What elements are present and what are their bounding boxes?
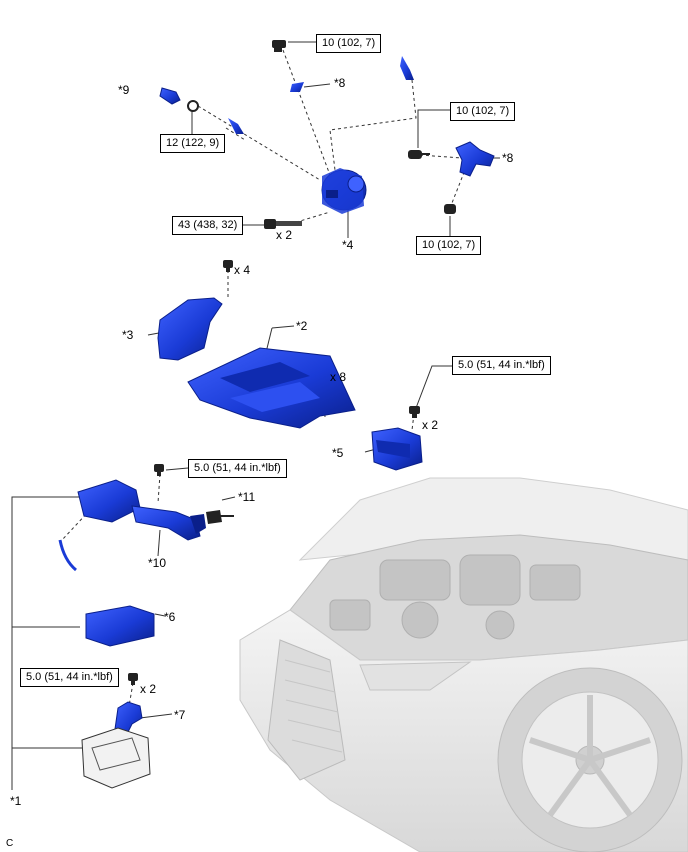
part-label: *7 bbox=[174, 708, 186, 722]
torque-spec-box: 10 (102, 7) bbox=[416, 236, 482, 255]
torque-spec-box: 43 (438, 32) bbox=[172, 216, 244, 235]
part-label: *10 bbox=[148, 556, 167, 570]
quantity-label: x 2 bbox=[140, 682, 157, 696]
torque-spec-box: 12 (122, 9) bbox=[160, 134, 226, 153]
bolt-icon bbox=[409, 406, 420, 418]
torque-spec-box: 5.0 (51, 44 in.*lbf) bbox=[188, 459, 287, 478]
part-label: *9 bbox=[118, 83, 130, 97]
quantity-label: x 2 bbox=[276, 228, 293, 242]
torque-spec-box: 5.0 (51, 44 in.*lbf) bbox=[20, 668, 119, 687]
part-label: *6 bbox=[164, 610, 176, 624]
bolt-icon bbox=[223, 260, 233, 272]
part-label: *1 bbox=[10, 794, 22, 808]
bolt-icon bbox=[154, 464, 164, 476]
torque-spec-box: 10 (102, 7) bbox=[450, 102, 516, 121]
part-label: *4 bbox=[342, 238, 354, 252]
quantity-label: x 8 bbox=[330, 370, 347, 384]
part-label: *8 bbox=[502, 151, 514, 165]
part-label: *8 bbox=[334, 76, 346, 90]
torque-spec-box: 10 (102, 7) bbox=[316, 34, 382, 53]
quantity-label: x 2 bbox=[422, 418, 439, 432]
part-label: *3 bbox=[122, 328, 134, 342]
bolt-icon bbox=[128, 673, 138, 685]
torque-spec-box: 5.0 (51, 44 in.*lbf) bbox=[452, 356, 551, 375]
part-label: *5 bbox=[332, 446, 344, 460]
compressor-part bbox=[321, 168, 367, 214]
part-label: *11 bbox=[238, 490, 256, 504]
corner-mark: C bbox=[6, 838, 14, 849]
parts bbox=[58, 40, 495, 789]
nut-icon bbox=[187, 100, 199, 112]
bolt-icon bbox=[264, 219, 302, 229]
vehicle-illustration bbox=[239, 477, 688, 852]
bolt-icon bbox=[272, 40, 286, 52]
bolt-icon bbox=[444, 204, 456, 214]
bolt-icon bbox=[408, 150, 430, 159]
quantity-label: x 4 bbox=[234, 263, 251, 277]
part-label: *2 bbox=[296, 319, 308, 333]
